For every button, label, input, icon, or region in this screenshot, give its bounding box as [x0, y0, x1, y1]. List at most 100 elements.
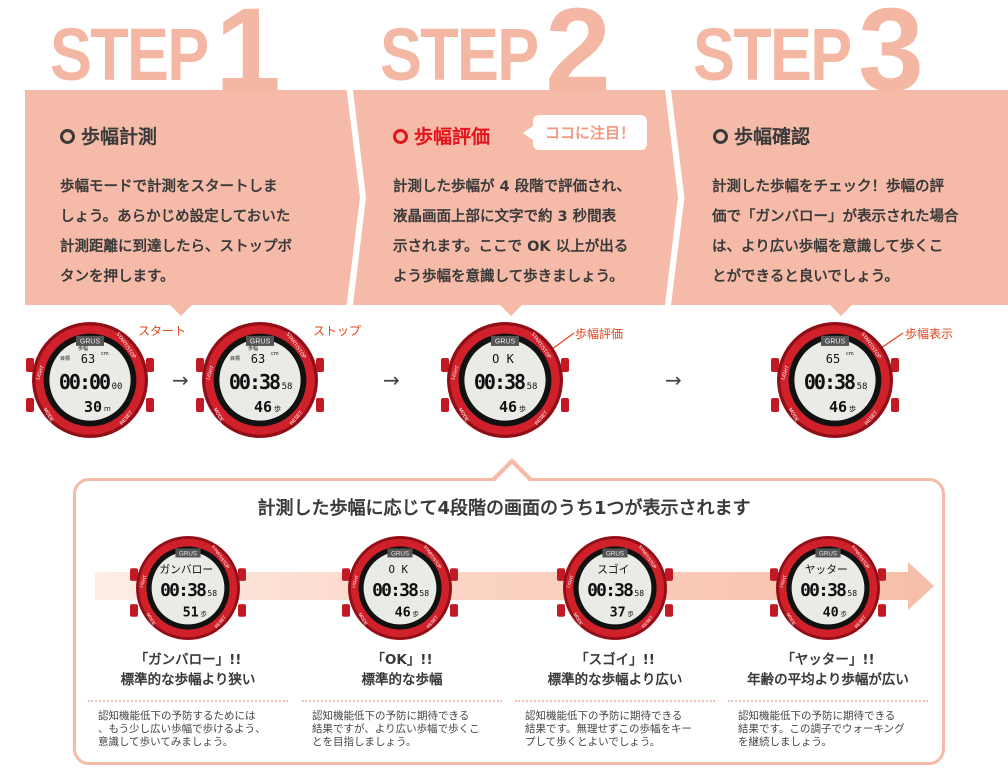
watch-button-mode[interactable]: [770, 604, 778, 617]
watch-button-startstop[interactable]: [450, 568, 458, 581]
screen-bottom-value: 37: [610, 606, 626, 621]
watch-button-reset[interactable]: [316, 398, 324, 412]
watch-bezel-edge: [136, 536, 240, 640]
result-name: 「ヤッター」!!: [781, 652, 875, 668]
watch-button-startstop[interactable]: [316, 358, 324, 372]
watch-button-reset[interactable]: [878, 604, 886, 617]
watch-button-light[interactable]: [26, 358, 34, 372]
watch: GRUS LIGHT MODE START/STOP RESET O K 00:…: [342, 536, 458, 640]
watch-button-mode[interactable]: [196, 398, 204, 412]
screen-bottom-value: 46: [254, 398, 272, 416]
watch-button-light[interactable]: [557, 568, 565, 581]
watch-button-startstop[interactable]: [146, 358, 154, 372]
text-line: 結果ですが、より広い歩幅で歩くこ: [312, 723, 480, 735]
watch-button-startstop[interactable]: [878, 568, 886, 581]
screen-bottom-unit: 歩: [413, 609, 419, 618]
watch-screen: [794, 339, 876, 421]
light-label: LIGHT: [780, 365, 791, 381]
watch-button-startstop[interactable]: [665, 568, 673, 581]
screen-seconds: 58: [282, 382, 293, 392]
text-line: 認知機能低下の予防に期待できる: [738, 710, 896, 722]
dotted-divider: [88, 700, 288, 702]
watch-button-reset[interactable]: [450, 604, 458, 617]
brand-plate: [821, 335, 849, 346]
watch-screen: [49, 339, 131, 421]
watch-button-mode[interactable]: [130, 604, 138, 617]
screen-top-value: スゴイ: [597, 563, 629, 576]
dotted-divider: [515, 700, 715, 702]
circle-icon: [393, 129, 408, 144]
screen-seconds: 00: [112, 382, 123, 392]
light-label: LIGHT: [138, 574, 147, 588]
watch-button-light[interactable]: [770, 568, 778, 581]
watch-button-mode[interactable]: [26, 398, 34, 412]
text-line: 結果です。この調子でウォーキング: [738, 723, 905, 735]
brand-label: GRUS: [179, 550, 197, 557]
text-line: 示されます。ここで OK 以上が出る: [393, 239, 629, 255]
screen-bottom-unit: 歩: [274, 404, 281, 413]
text-line: 認知機能低下の予防に期待できる: [312, 710, 470, 722]
watch-screen: [578, 551, 652, 625]
result-sugoi: 「スゴイ」!!標準的な歩幅より広い 認知機能低下の予防に期待できる結果です。無理…: [515, 650, 715, 749]
step1-text: 歩幅モードで計測をスタートしましょう。あらかじめ設定しておいた計測距離に到達した…: [60, 172, 292, 292]
light-label: LIGHT: [205, 365, 216, 381]
watch-button-mode[interactable]: [771, 398, 779, 412]
screen-seconds: 58: [857, 382, 868, 392]
attention-badge: ココに注目！: [522, 115, 648, 150]
brand-label: GRUS: [819, 550, 837, 557]
brand-label: GRUS: [606, 550, 624, 557]
callout-start: スタート: [138, 324, 187, 338]
screen-time: 00:38: [160, 580, 206, 601]
mode-label: MODE: [146, 612, 157, 626]
watch-button-light[interactable]: [196, 358, 204, 372]
callout-stride-eval: 歩幅評価: [575, 327, 624, 341]
watch-screen: [791, 551, 865, 625]
watch-button-light[interactable]: [771, 358, 779, 372]
screen-side-label: 目標: [60, 355, 70, 362]
result-advice: 認知機能低下の予防に期待できる結果ですが、より広い歩幅で歩くことを目指しましょう…: [302, 710, 502, 749]
watch-button-reset[interactable]: [238, 604, 246, 617]
screen-time: 00:38: [229, 370, 280, 394]
watch-button-reset[interactable]: [891, 398, 899, 412]
screen-bottom-unit: m: [104, 405, 111, 413]
pointer-triangle: [500, 305, 522, 316]
circle-icon: [713, 129, 728, 144]
screen-top-unit: cm: [101, 351, 109, 357]
brand-plate: [387, 548, 413, 558]
watch-button-startstop[interactable]: [891, 358, 899, 372]
screen-bottom-value: 46: [499, 398, 517, 416]
watch: GRUS LIGHT MODE START/STOP RESET 63 cm 目…: [26, 322, 154, 438]
screen-top-value: ヤッター: [805, 563, 848, 576]
screen-bottom-value: 46: [829, 398, 847, 416]
watch-button-reset[interactable]: [146, 398, 154, 412]
heading-text: 歩幅確認: [734, 126, 811, 148]
text-line: しょう。あらかじめ設定しておいた: [60, 209, 291, 225]
text-line: 結果です。無理せずこの歩幅をキー: [525, 723, 692, 735]
screen-seconds: 58: [847, 589, 857, 598]
heading-text: 歩幅評価: [414, 126, 491, 148]
screen-time: 00:38: [800, 580, 846, 601]
watch-button-mode[interactable]: [342, 604, 350, 617]
light-label: LIGHT: [565, 574, 574, 588]
watch-button-light[interactable]: [441, 358, 449, 372]
watch-button-light[interactable]: [130, 568, 138, 581]
result-advice: 認知機能低下の予防するためには、もう少し広い歩幅で歩けるよう、意識して歩いてみま…: [88, 710, 288, 749]
watch-button-startstop[interactable]: [561, 358, 569, 372]
watch-button-startstop[interactable]: [238, 568, 246, 581]
step-word: STEP: [693, 13, 852, 96]
watch-button-reset[interactable]: [665, 604, 673, 617]
screen-label: 歩幅: [248, 345, 258, 352]
screen-seconds: 58: [634, 589, 644, 598]
watch-button-mode[interactable]: [557, 604, 565, 617]
watch-bezel-edge: [32, 322, 148, 438]
watch-button-light[interactable]: [342, 568, 350, 581]
screen-label: 歩幅: [78, 345, 88, 352]
result-advice: 認知機能低下の予防に期待できる結果です。無理せずこの歩幅をキープして歩くとよいで…: [515, 710, 715, 749]
progress-arrow-head: [908, 562, 934, 610]
watch-button-reset[interactable]: [561, 398, 569, 412]
step3-panel: [671, 90, 1008, 305]
step-word: STEP: [380, 13, 539, 96]
watch-button-mode[interactable]: [441, 398, 449, 412]
screen-side-label: 目標: [230, 355, 240, 362]
watch-screen: [464, 339, 546, 421]
